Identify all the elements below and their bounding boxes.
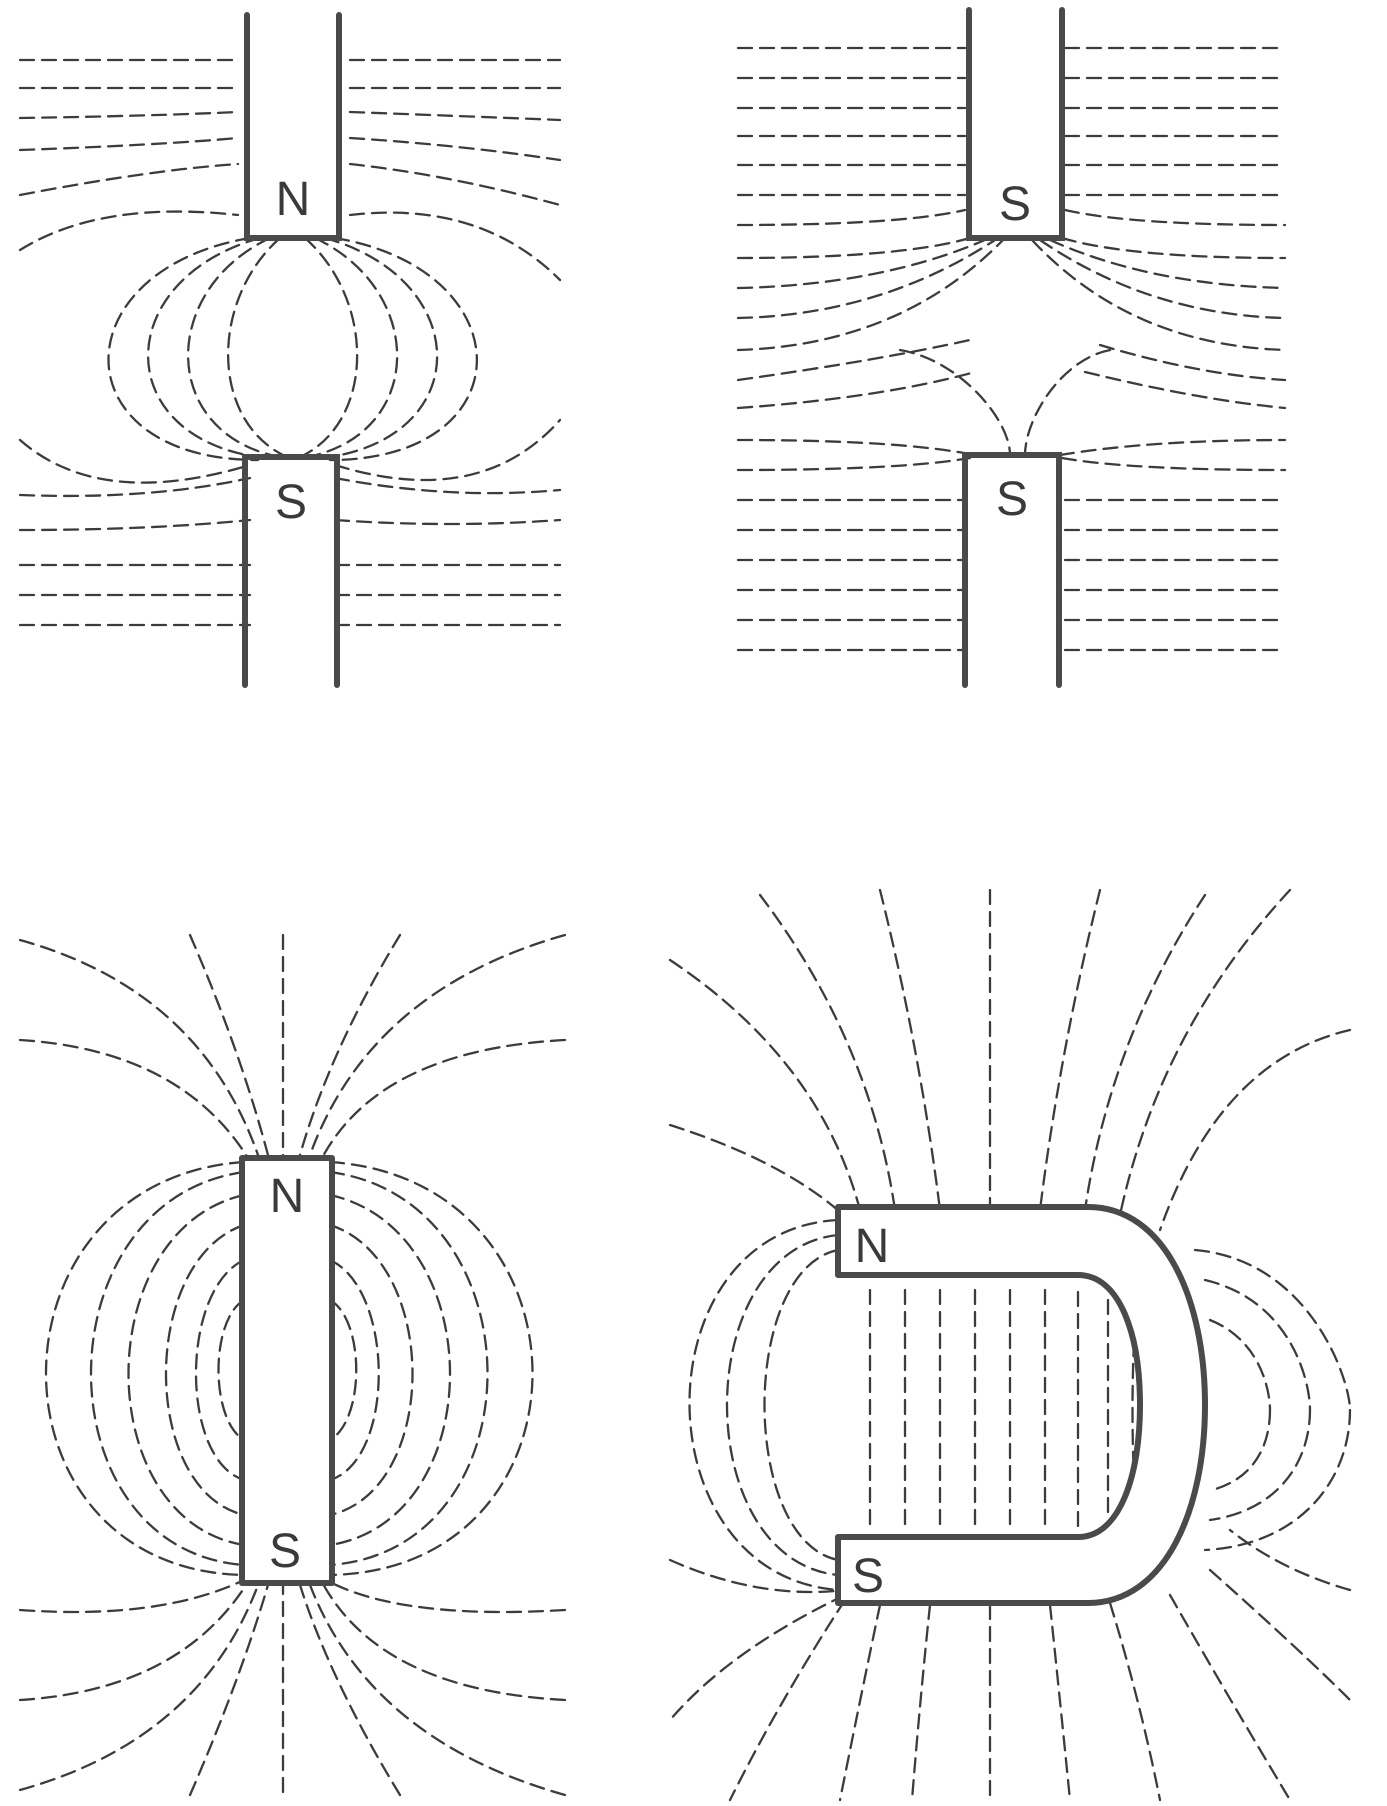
field-lines <box>668 888 1352 1802</box>
panel-attracting-poles: N S <box>18 12 562 688</box>
magnet-bottom-s: S <box>242 454 340 688</box>
pole-label-n: N <box>276 173 311 226</box>
panel-repelling-poles: S S <box>736 7 1287 688</box>
magnet-top-s: S <box>966 7 1065 241</box>
pole-label-n: N <box>855 1220 890 1273</box>
magnet-bottom-s: S <box>962 452 1062 688</box>
pole-label-s: S <box>996 473 1028 526</box>
pole-label-s: S <box>269 1525 301 1578</box>
pole-label-s: S <box>852 1550 884 1603</box>
pole-label-s: S <box>999 178 1031 231</box>
field-lines <box>18 58 562 627</box>
panel-bar-magnet: N S <box>18 933 567 1797</box>
pole-label-s: S <box>275 476 307 529</box>
bar-magnet: N S <box>239 1155 335 1586</box>
panel-horseshoe-magnet: N S <box>668 888 1352 1802</box>
magnet-top-n: N <box>244 12 342 241</box>
field-lines <box>18 933 567 1797</box>
field-lines <box>736 46 1287 652</box>
pole-label-n: N <box>270 1170 305 1223</box>
horseshoe-magnet: N S <box>835 1204 1208 1606</box>
